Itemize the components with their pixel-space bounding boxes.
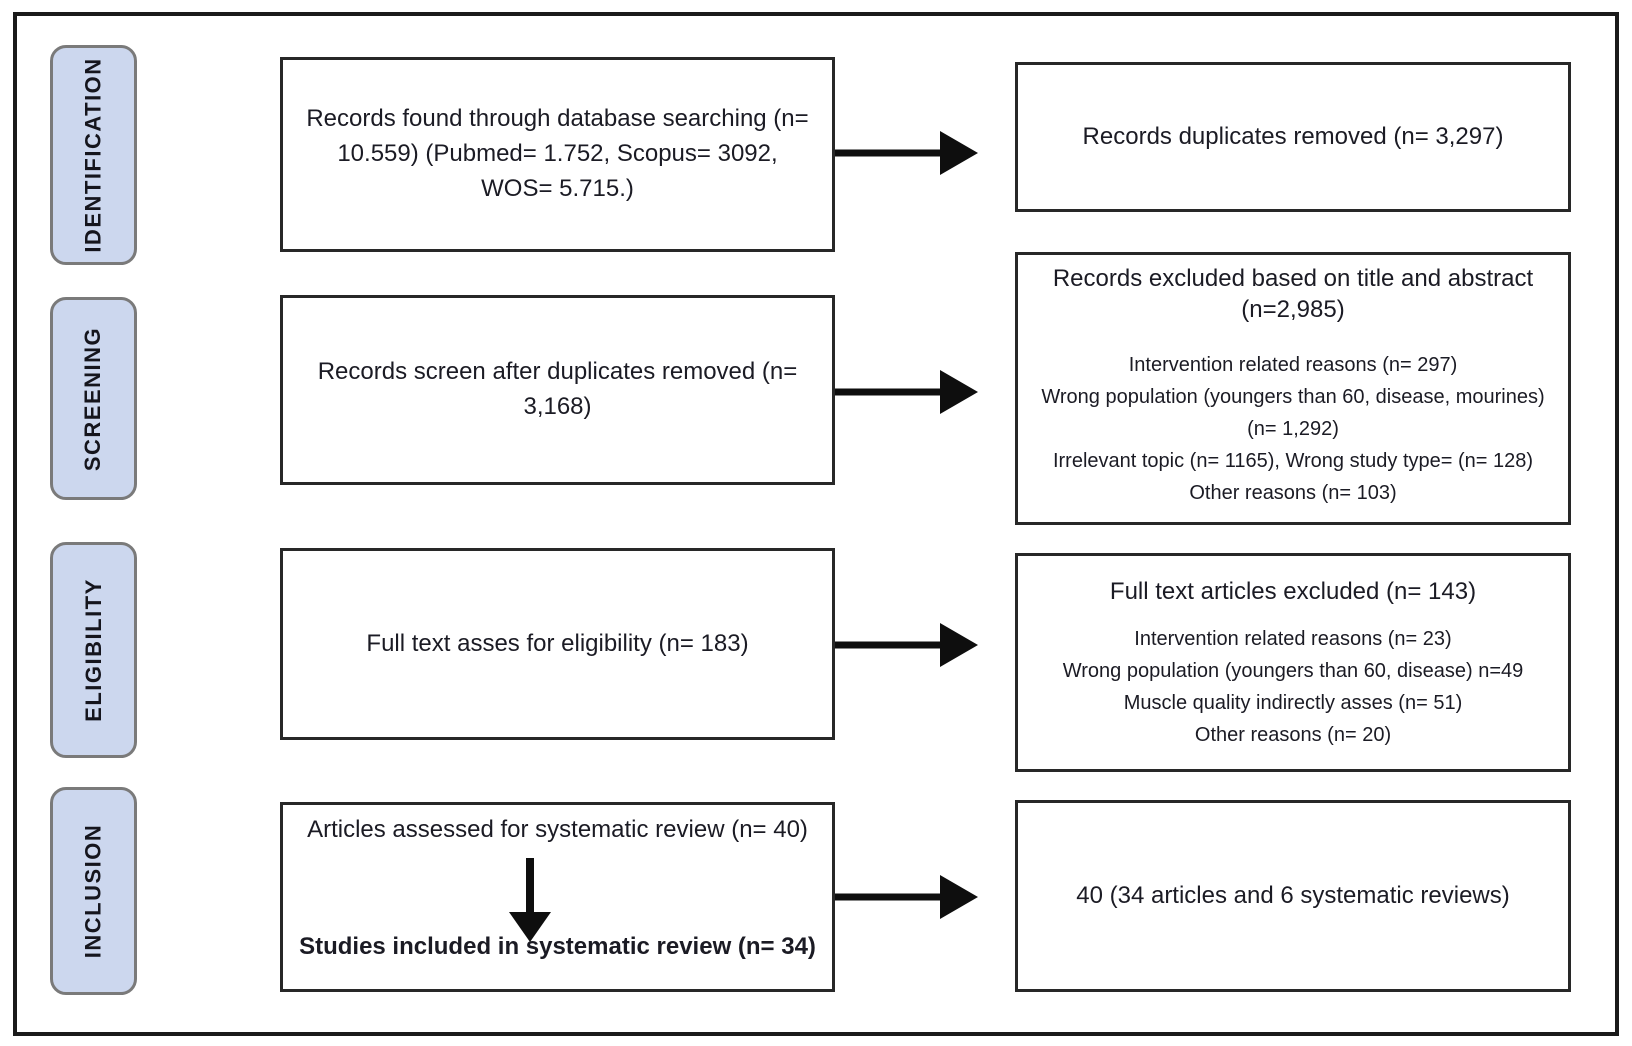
- eligibility-right-arrow-icon: [835, 623, 978, 667]
- eligibility-reason: Other reasons (n= 20): [1194, 724, 1392, 747]
- arrow-stem: [835, 893, 941, 901]
- screening-reason: Intervention related reasons (n= 297): [1128, 354, 1458, 377]
- stage-identification: IDENTIFICATION: [50, 45, 137, 265]
- eligibility-excluded-title: Full text articles excluded (n= 143): [1109, 578, 1477, 605]
- inclusion-included-text: Studies included in systematic review (n…: [299, 933, 816, 961]
- inclusion-result-box: 40 (34 articles and 6 systematic reviews…: [1015, 800, 1571, 992]
- identification-result-text: Records duplicates removed (n= 3,297): [1082, 122, 1504, 150]
- arrow-head: [940, 131, 978, 175]
- eligibility-main-box: Full text asses for eligibility (n= 183): [280, 548, 835, 740]
- eligibility-excluded-reasons: Intervention related reasons (n= 23) Wro…: [1063, 623, 1524, 751]
- screening-reason: Irrelevant topic (n= 1165), Wrong study …: [1052, 450, 1534, 473]
- screening-reason: Wrong population (youngers than 60, dise…: [1041, 386, 1545, 441]
- eligibility-reason: Muscle quality indirectly asses (n= 51): [1123, 692, 1463, 715]
- arrow-stem: [835, 149, 941, 157]
- identification-result-box: Records duplicates removed (n= 3,297): [1015, 62, 1571, 212]
- stage-screening-label: SCREENING: [80, 326, 106, 471]
- inclusion-assessed-text: Articles assessed for systematic review …: [307, 816, 808, 843]
- stage-identification-label: IDENTIFICATION: [80, 57, 106, 253]
- arrow-head: [509, 912, 551, 942]
- inclusion-right-arrow-icon: [835, 875, 978, 919]
- screening-main-text-line1: Records screen after duplicates removed …: [317, 358, 798, 386]
- arrow-head: [940, 370, 978, 414]
- inclusion-down-arrow-icon: [508, 858, 552, 942]
- identification-main-text-line2: 10.559) (Pubmed= 1.752, Scopus= 3092,: [337, 140, 778, 168]
- stage-eligibility: ELIGIBILITY: [50, 542, 137, 758]
- screening-right-arrow-icon: [835, 370, 978, 414]
- arrow-stem: [526, 858, 534, 913]
- inclusion-main-box: Articles assessed for systematic review …: [280, 802, 835, 992]
- screening-excluded-reasons: Intervention related reasons (n= 297) Wr…: [1026, 349, 1561, 509]
- eligibility-excluded-box: Full text articles excluded (n= 143) Int…: [1015, 553, 1571, 772]
- stage-eligibility-label: ELIGIBILITY: [80, 578, 106, 722]
- screening-excluded-box: Records excluded based on title and abst…: [1015, 252, 1571, 525]
- stage-inclusion: INCLUSION: [50, 787, 137, 995]
- eligibility-reason: Wrong population (youngers than 60, dise…: [1062, 660, 1524, 683]
- eligibility-reason: Intervention related reasons (n= 23): [1134, 628, 1452, 651]
- screening-excluded-title: Records excluded based on title and abst…: [1052, 265, 1534, 324]
- identification-main-box: Records found through database searching…: [280, 57, 835, 252]
- screening-main-box: Records screen after duplicates removed …: [280, 295, 835, 485]
- identification-right-arrow-icon: [835, 131, 978, 175]
- screening-main-text-line2: 3,168): [523, 393, 592, 420]
- identification-main-text-line1: Records found through database searching…: [306, 105, 809, 133]
- screening-reason: Other reasons (n= 103): [1189, 482, 1397, 505]
- inclusion-result-text: 40 (34 articles and 6 systematic reviews…: [1076, 881, 1510, 909]
- eligibility-main-text: Full text asses for eligibility (n= 183): [366, 629, 749, 657]
- arrow-stem: [835, 388, 941, 396]
- arrow-stem: [835, 641, 941, 649]
- stage-screening: SCREENING: [50, 297, 137, 500]
- identification-main-text-line3: WOS= 5.715.): [481, 174, 634, 202]
- arrow-head: [940, 875, 978, 919]
- stage-inclusion-label: INCLUSION: [80, 823, 106, 959]
- arrow-head: [940, 623, 978, 667]
